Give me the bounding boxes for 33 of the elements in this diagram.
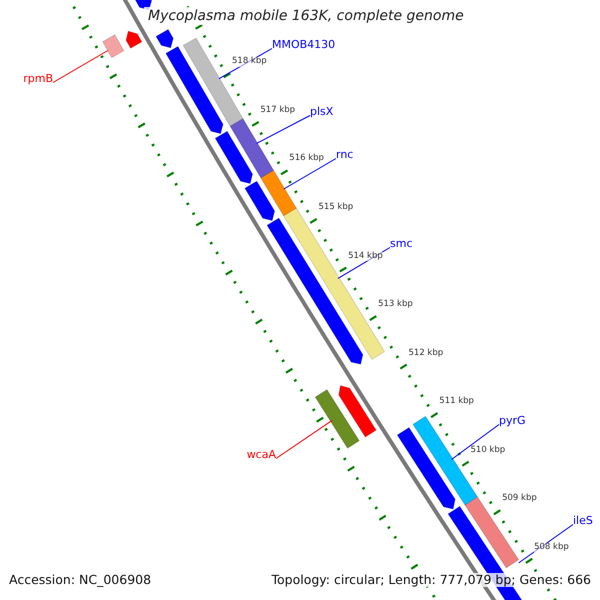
scale-label: 518 kbp (232, 57, 267, 68)
gene-label: rnc (336, 149, 354, 162)
leader-line (338, 247, 390, 279)
scale-label: 509 kbp (502, 494, 537, 504)
gene-bar (314, 389, 360, 449)
gene-label: ileS (573, 515, 593, 528)
scale-label: 516 kbp (289, 154, 324, 164)
leader-line (276, 420, 332, 459)
scale-label: 508 kbp (534, 542, 569, 553)
gene-label: MMOB4130 (272, 39, 336, 52)
gene-label: wcaA (246, 449, 276, 462)
gene-bar (260, 170, 297, 216)
scale-label: 511 kbp (439, 397, 474, 407)
leader-line (451, 424, 500, 460)
gene-label: pyrG (499, 415, 526, 428)
leader-line (283, 158, 336, 190)
scale-label: 514 kbp (348, 252, 383, 262)
gene-bar (102, 34, 124, 58)
gene-label: plsX (310, 106, 334, 119)
leader-line (256, 115, 310, 144)
accession-text: Accession: NC_006908 (9, 573, 152, 588)
leader-line (518, 524, 574, 564)
scale-label: 510 kbp (470, 446, 506, 456)
gene-bar (230, 118, 274, 178)
scale-label: 513 kbp (378, 300, 413, 310)
leader-line (52, 50, 108, 83)
scale-label: 517 kbp (260, 106, 296, 116)
genome-summary-text: Topology: circular; Length: 777,079 bp; Genes: 666 (272, 573, 591, 588)
leader-line (218, 48, 272, 80)
gene-label: smc (390, 238, 412, 251)
scale-label: 515 kbp (318, 203, 354, 213)
gene-label: rpmB (23, 73, 53, 86)
scale-label: 512 kbp (408, 348, 444, 358)
